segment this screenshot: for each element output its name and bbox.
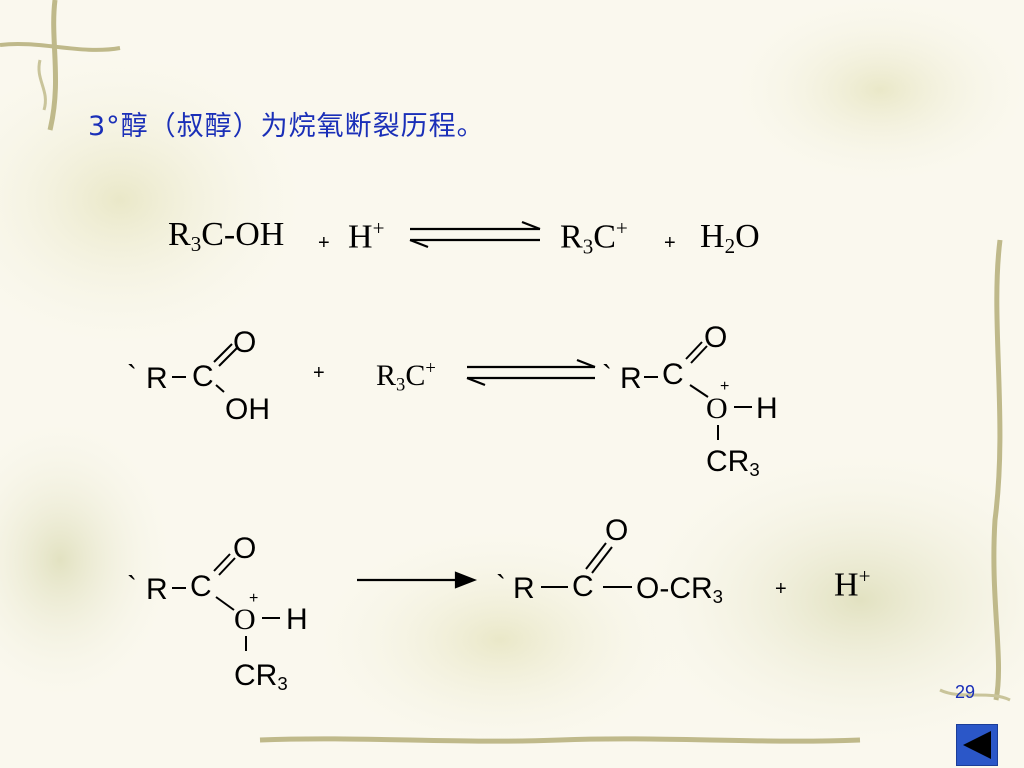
reactant-c: C	[190, 570, 212, 603]
charge: +	[372, 216, 385, 240]
product-r: R	[620, 362, 642, 395]
atom-r: R	[168, 216, 191, 253]
water: H2O	[700, 218, 760, 259]
subscript: 3	[396, 374, 406, 396]
atom-h: H	[700, 218, 725, 255]
ester-bonds	[541, 542, 632, 588]
atom-o: O	[636, 572, 660, 605]
equilibrium-arrow-1	[409, 220, 541, 249]
previous-slide-button[interactable]	[956, 724, 998, 766]
subscript: 3	[582, 234, 594, 259]
oxonium-charge: +	[720, 378, 730, 395]
back-arrow-icon	[963, 731, 991, 759]
product-h: H	[756, 392, 778, 425]
charge: +	[425, 358, 436, 379]
acid-oh: OH	[225, 393, 270, 426]
atom-r: R	[560, 218, 583, 256]
reactant-o: O	[234, 603, 256, 636]
atom-o: O	[735, 218, 760, 255]
atom-h: H	[348, 218, 373, 256]
atom-c: C	[405, 359, 426, 393]
subscript: 3	[712, 586, 724, 608]
carbocation: R3C+	[376, 358, 436, 396]
product-cr3: CR3	[706, 445, 760, 481]
plus-sign: +	[313, 362, 325, 384]
group-cr: -CR	[659, 572, 713, 605]
atom-c: C	[593, 218, 616, 256]
acid-o-double: O	[233, 326, 257, 359]
ester-c: C	[572, 570, 594, 603]
plus-sign: +	[775, 578, 787, 600]
product-o-double: O	[704, 321, 728, 354]
charge: +	[615, 216, 628, 240]
group-cr: CR	[706, 445, 750, 478]
reactant-tertiary-alcohol: R3C-OH	[168, 216, 284, 257]
proton: H+	[348, 216, 384, 257]
product-c: C	[662, 358, 684, 391]
acid-bonds	[172, 343, 238, 393]
reactant-r: R	[146, 573, 168, 606]
acid-c: C	[192, 360, 214, 393]
acid-r: R	[146, 362, 168, 395]
group-c-oh: C-OH	[201, 216, 285, 253]
forward-arrow	[357, 571, 478, 589]
ester-o-cr3: O-CR3	[636, 572, 723, 608]
group-cr: CR	[234, 659, 278, 692]
protonated-ester-bonds-1	[644, 341, 752, 440]
reactant-h: H	[286, 603, 308, 636]
page-number: 29	[955, 682, 976, 702]
plus-sign: +	[664, 232, 676, 254]
subscript: 3	[749, 459, 760, 481]
ester-prefix: `	[496, 570, 506, 603]
reactant-o-double: O	[233, 532, 257, 565]
charge: +	[858, 564, 871, 588]
reactant-cr3: CR3	[234, 659, 288, 695]
carbocation: R3C+	[560, 216, 628, 260]
equilibrium-arrow-2	[466, 358, 596, 387]
acid-prefix: `	[127, 360, 137, 393]
subscript: 3	[277, 673, 288, 695]
slide-title: 3°醇（叔醇）为烷氧断裂历程。	[88, 111, 485, 142]
atom-r: R	[376, 359, 397, 393]
product-o: O	[706, 392, 728, 425]
subscript: 2	[724, 233, 736, 258]
plus-sign: +	[318, 232, 330, 254]
ester-r: R	[513, 572, 535, 605]
proton: H+	[834, 564, 870, 605]
product-prefix: `	[602, 360, 612, 393]
reactant-prefix: `	[127, 571, 137, 604]
ester-o-double: O	[605, 514, 629, 547]
protonated-ester-bonds-2	[172, 553, 280, 651]
oxonium-charge: +	[249, 590, 259, 607]
subscript: 3	[190, 231, 202, 256]
atom-h: H	[834, 566, 859, 604]
